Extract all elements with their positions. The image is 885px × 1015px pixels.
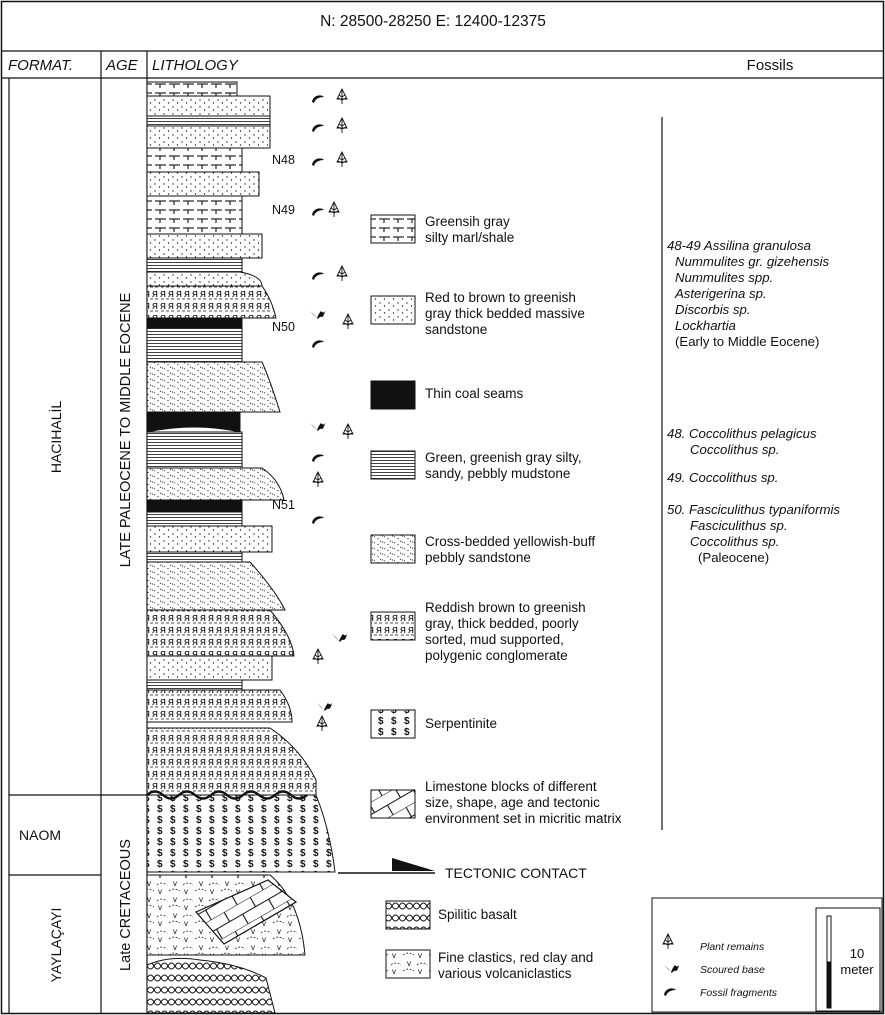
fossil-g1-l3: Nummulites spp. <box>675 270 773 285</box>
legend-conglomerate-line2: gray, thick bedded, poorly <box>425 616 579 631</box>
legend-serpentinite: Serpentinite <box>425 716 497 731</box>
legend-clastics-line2: various volcaniclastics <box>438 966 572 981</box>
fossil-g4-l3: Coccolithus sp. <box>690 534 779 549</box>
fossil-g2-l2: Coccolithus sp. <box>690 442 779 457</box>
fossil-g1-l1: 48-49 Assilina granulosa <box>667 238 811 253</box>
legend-sandstone-line1: Red to brown to greenish <box>425 290 576 305</box>
sample-n50: N50 <box>272 320 295 334</box>
key-frag-label: Fossil fragments <box>700 987 778 999</box>
column-symbols <box>310 88 354 732</box>
legend-marl-line2: silty marl/shale <box>425 230 514 245</box>
figure-title: N: 28500-28250 E: 12400-12375 <box>320 13 546 30</box>
header-age: AGE <box>105 57 139 74</box>
sample-n48: N48 <box>272 153 295 167</box>
fossil-g4-l1: 50. Fasciculithus typaniformis <box>667 502 840 517</box>
fossil-g1-l7: (Early to Middle Eocene) <box>675 334 819 349</box>
fossil-g3-l1: 49. Coccolithus sp. <box>667 470 778 485</box>
formation-naom: NAOM <box>19 827 61 843</box>
legend-mudstone-line1: Green, greenish gray silty, <box>425 450 582 465</box>
legend-mudstone-line2: sandy, pebbly mudstone <box>425 466 570 481</box>
legend-limestone-line1: Limestone blocks of different <box>425 779 597 794</box>
age-late-cretaceous: Late CRETACEOUS <box>118 839 134 971</box>
fossil-g1-l2: Nummulites gr. gizehensis <box>675 254 830 269</box>
legend-clastics-line1: Fine clastics, red clay and <box>438 950 593 965</box>
legend-sandstone-line2: gray thick bedded massive <box>425 306 585 321</box>
sample-n51: N51 <box>272 498 295 512</box>
legend-crossbedded-line2: pebbly sandstone <box>425 550 531 565</box>
scale-unit: meter <box>840 962 874 977</box>
fossil-g1-l5: Discorbis sp. <box>675 302 750 317</box>
legend-sandstone-line3: sandstone <box>425 322 487 337</box>
legend-conglomerate-line3: sorted, mud supported, <box>425 632 564 647</box>
key-scour-label: Scoured base <box>700 964 765 976</box>
legend-conglomerate-line1: Reddish brown to greenish <box>425 600 586 615</box>
lithology-legend <box>370 214 431 979</box>
formation-hacihalil: HACIHALİL <box>47 401 64 474</box>
scale-value: 10 <box>850 946 864 961</box>
fossil-g4-l2: Fasciculithus sp. <box>690 518 787 533</box>
legend-conglomerate-line4: polygenic conglomerate <box>425 648 568 663</box>
legend-coal: Thin coal seams <box>425 386 524 401</box>
fossil-g4-l4: (Paleocene) <box>698 550 769 565</box>
legend-limestone-line3: environment set in micritic matrix <box>425 811 622 826</box>
fossil-g1-l4: Asterigerina sp. <box>674 286 767 301</box>
legend-limestone-line2: size, shape, age and tectonic <box>425 795 600 810</box>
legend-basalt: Spilitic basalt <box>438 907 517 922</box>
lithology-column <box>146 81 336 1014</box>
legend-marl-line1: Greensih gray <box>425 214 510 229</box>
svg-text:50. Fasciculithus typaniformis: 50. Fasciculithus typaniformisFasciculit… <box>667 502 840 565</box>
svg-text:Green, greenish gray silty,san: Green, greenish gray silty,sandy, pebbly… <box>425 450 582 481</box>
header-lithology: LITHOLOGY <box>152 57 239 74</box>
age-paleocene-eocene: LATE PALEOCENE TO MIDDLE EOCENE <box>118 292 134 567</box>
tectonic-contact: TECTONIC CONTACT <box>338 858 587 881</box>
formation-yaylacayi: YAYLAÇAYI <box>48 908 64 983</box>
fossil-g2-l1: 48. Coccolithus pelagicus <box>667 426 817 441</box>
header-formation: FORMAT. <box>8 57 73 74</box>
legend-crossbedded-line1: Cross-bedded yellowish-buff <box>425 534 595 549</box>
sample-n49: N49 <box>272 203 295 217</box>
key-plant-label: Plant remains <box>700 941 765 953</box>
tectonic-contact-label: TECTONIC CONTACT <box>445 865 587 881</box>
symbol-key: Plant remains Scoured base Fossil fragme… <box>651 897 883 1013</box>
header-fossils: Fossils <box>747 57 794 74</box>
fossil-g1-l6: Lockhartia <box>675 318 736 333</box>
